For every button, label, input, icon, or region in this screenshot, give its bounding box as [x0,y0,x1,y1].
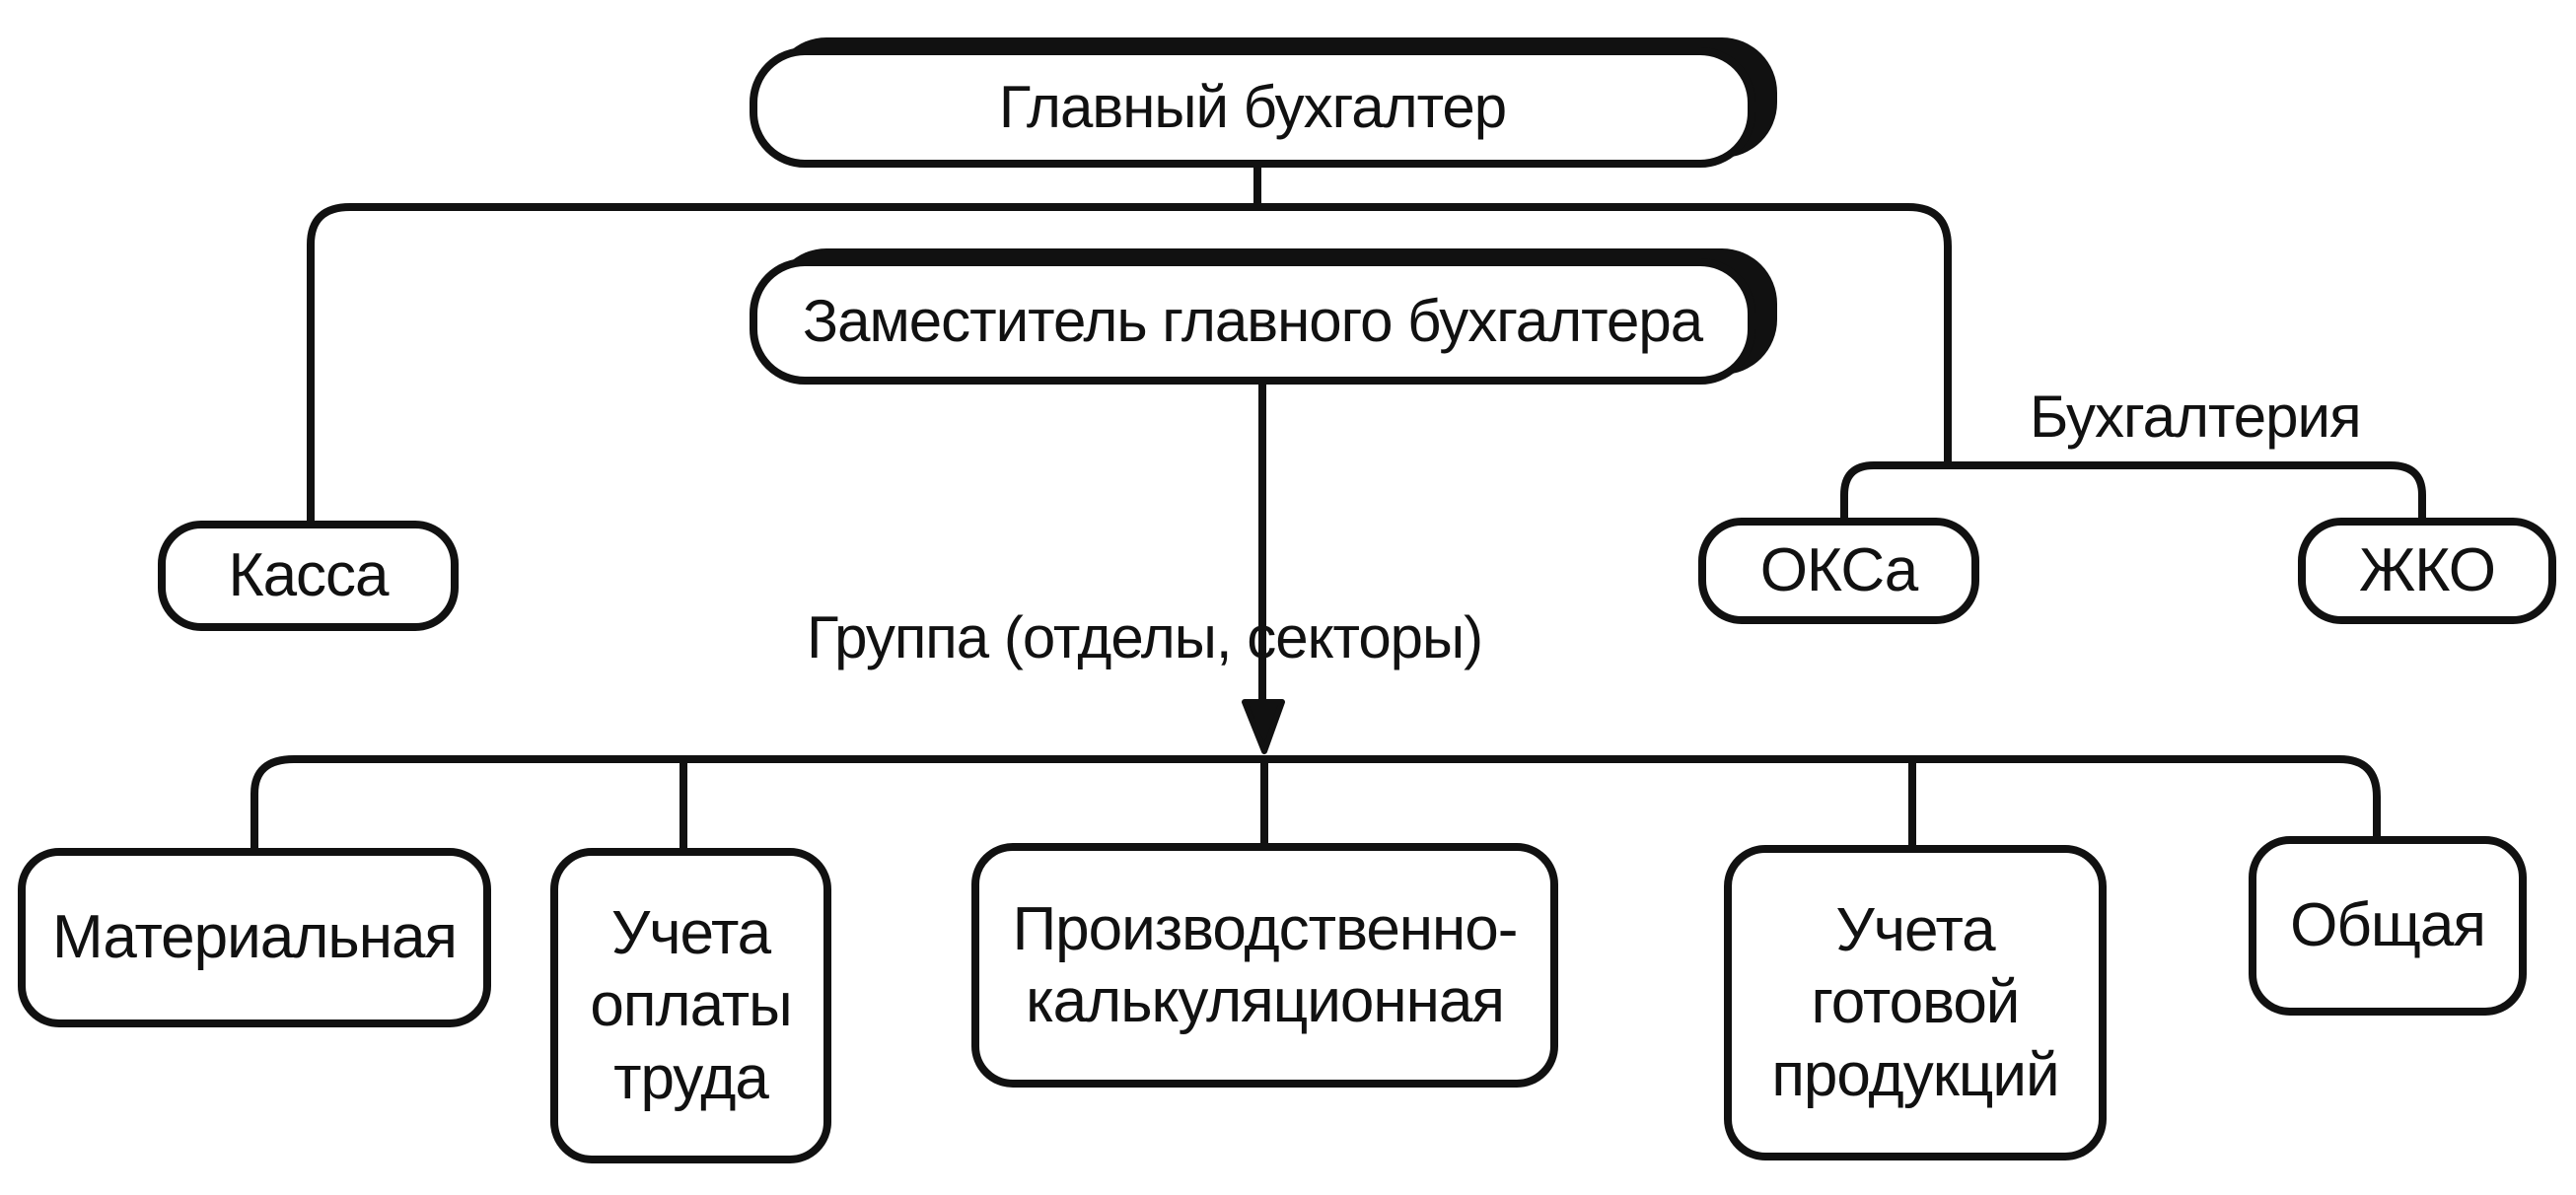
chief-accountant-box: Главный бухгалтер [750,47,1755,168]
production-group-label: Производственно- калькуляционная [1012,894,1519,1035]
accounting-label: Бухгалтерия [2030,384,2362,450]
payroll-group-label: Учета оплаты труда [590,899,792,1112]
cash-box: Касса [158,521,459,631]
deputy-chief-accountant-box: Заместитель главного бухгалтера [750,258,1755,385]
material-group-label: Материальная [51,903,458,972]
oks-box: ОКСа [1698,518,1979,624]
arrowhead-icon [1242,699,1285,754]
group-label: Группа (отделы, секторы) [807,604,1483,670]
finished-goods-group-box: Учета готовой продукций [1724,845,2107,1160]
chief-accountant-label: Главный бухгалтер [998,73,1507,140]
oks-label: ОКСа [1759,536,1919,605]
accounting-branch-line [1840,461,2426,525]
group-branch-line [250,755,2381,852]
payroll-group-box: Учета оплаты труда [550,848,831,1163]
top-branch-line [307,203,1952,527]
zhko-label: ЖКО [2359,536,2496,605]
general-group-label: Общая [2290,891,2486,960]
production-group-box: Производственно- калькуляционная [971,843,1558,1088]
zhko-box: ЖКО [2298,518,2556,624]
general-group-box: Общая [2249,836,2527,1016]
cash-label: Касса [228,541,389,610]
material-group-box: Материальная [18,848,491,1027]
deputy-chief-accountant-label: Заместитель главного бухгалтера [802,287,1703,354]
finished-goods-group-label: Учета готовой продукций [1771,896,2059,1109]
